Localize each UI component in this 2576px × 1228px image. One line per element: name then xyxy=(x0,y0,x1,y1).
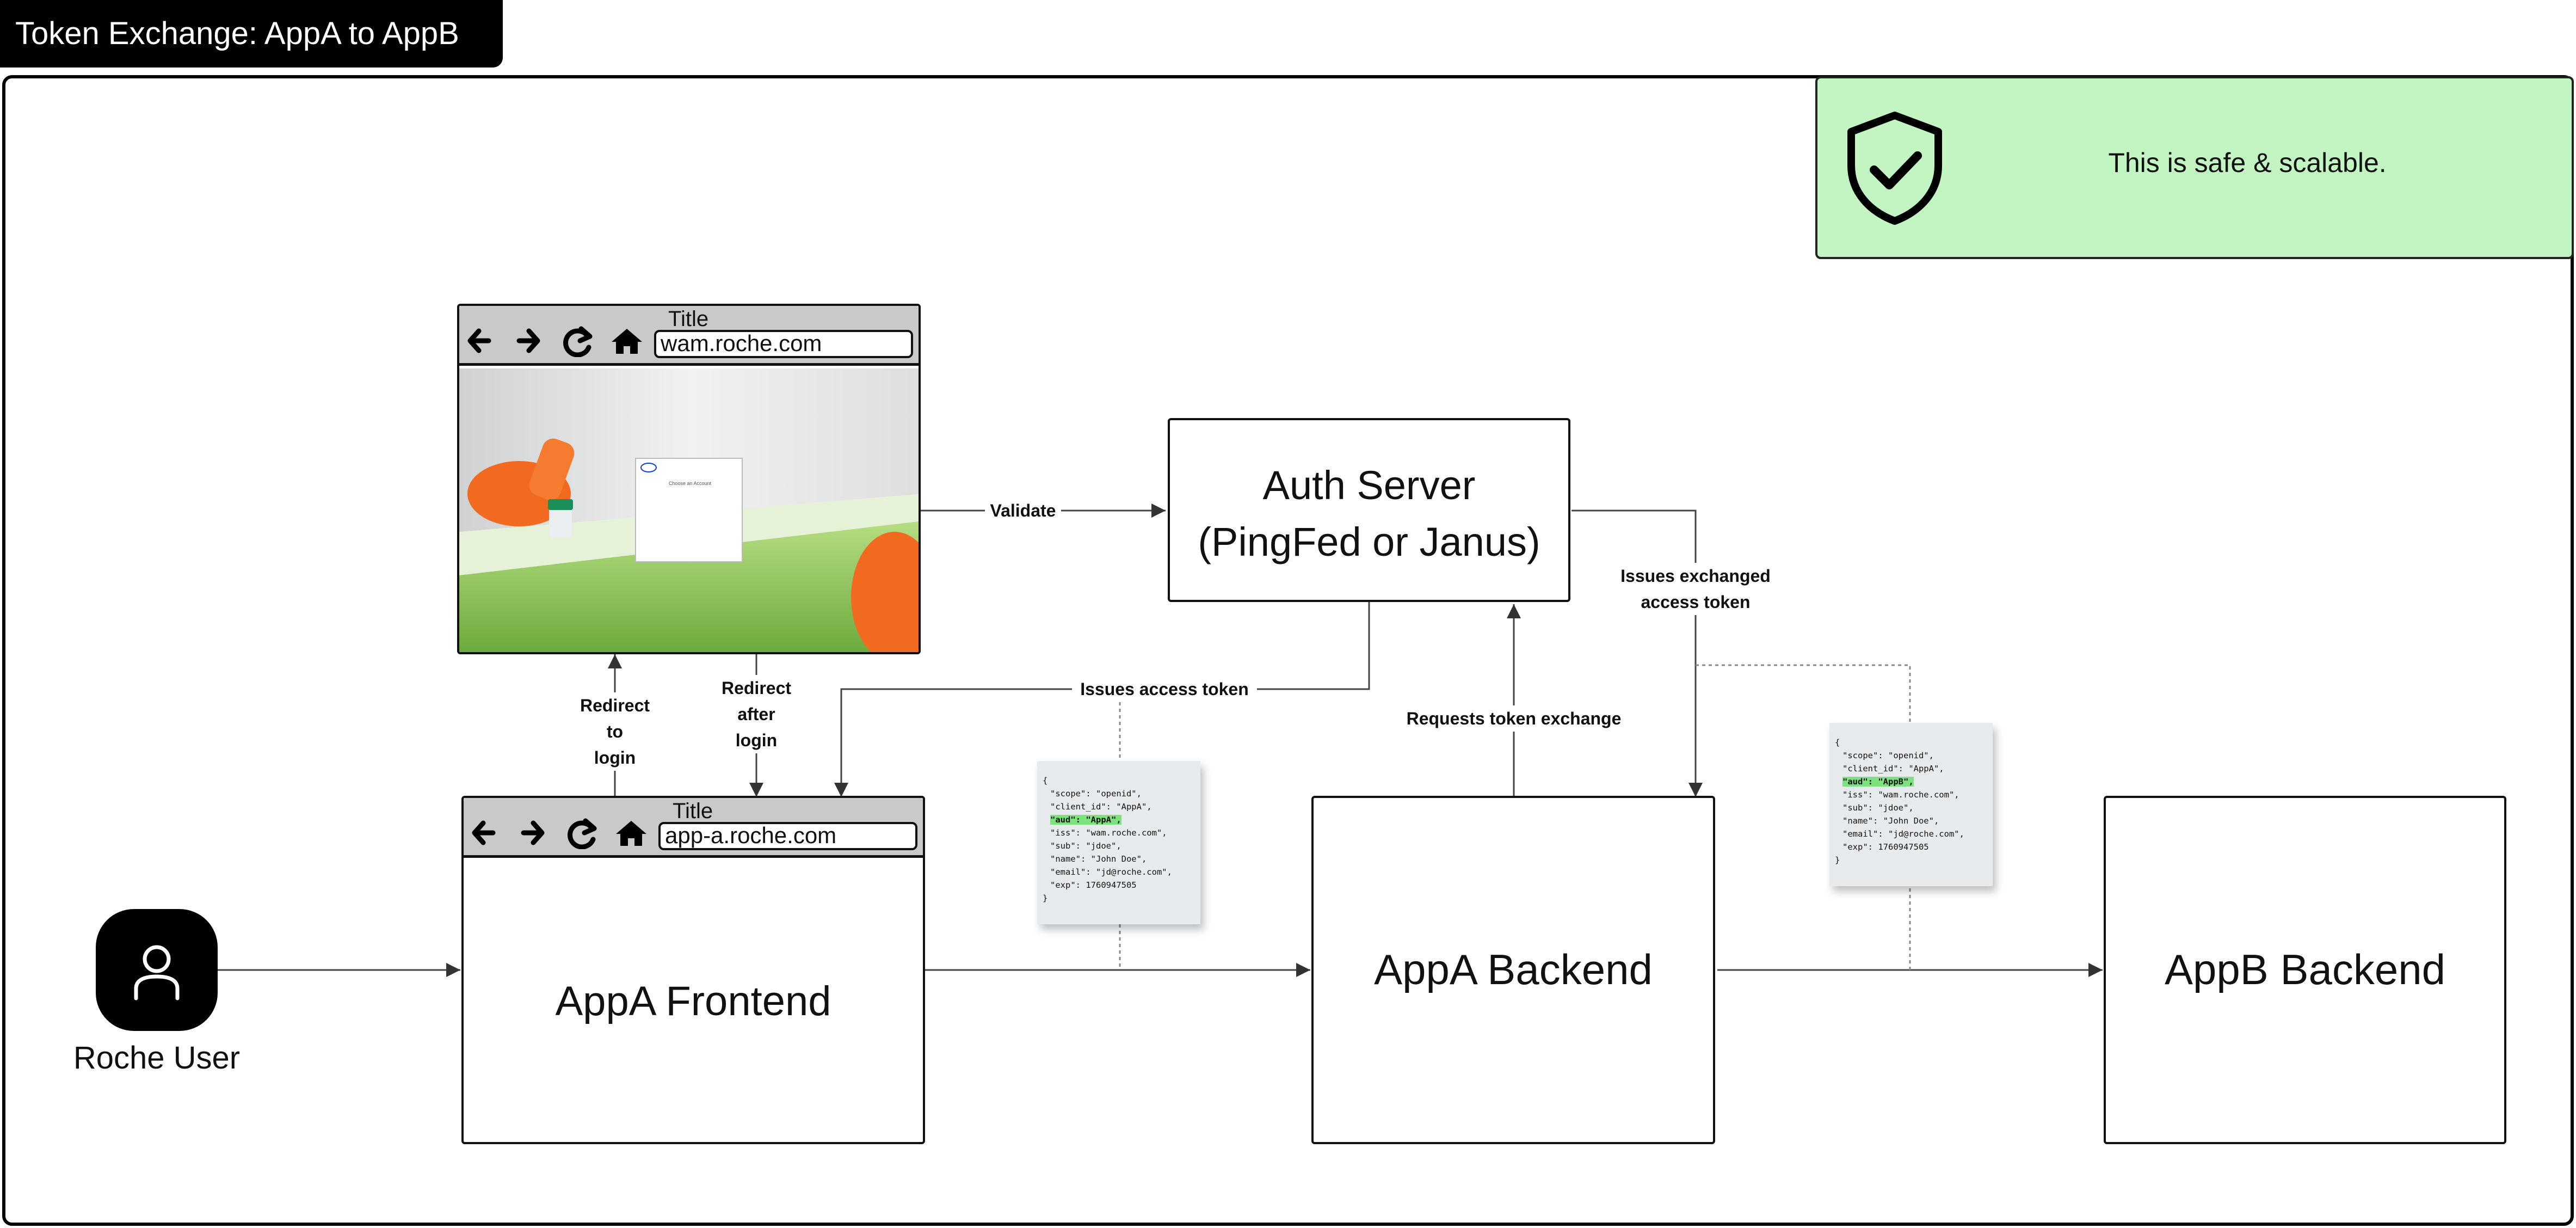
safe-banner-text: This is safe & scalable. xyxy=(2108,148,2387,178)
token-aud-highlight: "aud": "AppA", xyxy=(1050,815,1121,825)
user-label: Roche User xyxy=(73,1040,241,1076)
person-icon xyxy=(134,945,180,1000)
forward-arrow-icon xyxy=(521,820,545,845)
diagram-title: Token Exchange: AppA to AppB xyxy=(0,0,503,67)
user-avatar xyxy=(96,909,218,1031)
login-page-photo xyxy=(459,369,919,652)
browser-title: Title xyxy=(668,307,709,331)
token-note-exchanged: { "scope": "openid", "client_id": "AppA"… xyxy=(1829,723,1993,886)
login-browser-window: Title wam.roche.com Choose an Account xyxy=(457,304,921,654)
token-aud-highlight: "aud": "AppB", xyxy=(1842,777,1914,787)
appa-frontend-label: AppA Frontend xyxy=(555,978,831,1024)
shield-check-icon xyxy=(1847,112,1942,225)
appa-backend-node: AppA Backend xyxy=(1311,796,1715,1144)
forward-arrow-icon xyxy=(516,328,540,353)
reload-icon xyxy=(563,326,593,357)
edge-label-issues-access-token: Issues access token xyxy=(1072,676,1257,702)
edge-issues-exchanged xyxy=(1572,509,1703,797)
edge-label-validate: Validate xyxy=(985,498,1061,524)
browser-title: Title xyxy=(673,799,713,823)
auth-server-label: Auth Server (PingFed or Janus) xyxy=(1198,463,1540,564)
popup-choose-account: Choose an Account xyxy=(668,481,712,486)
browser-toolbar: Title wam.roche.com xyxy=(459,306,919,366)
back-arrow-icon xyxy=(467,328,491,353)
browser-toolbar: Title app-a.roche.com xyxy=(464,798,923,858)
back-arrow-icon xyxy=(472,820,496,845)
edge-label-requests-token-exchange: Requests token exchange xyxy=(1394,705,1634,732)
diagram-frame xyxy=(2,75,2574,1226)
browser-nav-icons xyxy=(467,326,642,357)
reload-icon xyxy=(568,818,597,849)
appb-backend-node: AppB Backend xyxy=(2104,796,2506,1144)
token-note-original: { "scope": "openid", "client_id": "AppA"… xyxy=(1037,761,1200,924)
appb-backend-label: AppB Backend xyxy=(2164,945,2446,993)
home-icon xyxy=(612,329,642,354)
browser-url-field[interactable]: wam.roche.com xyxy=(654,330,913,358)
home-icon xyxy=(616,821,646,846)
browser-nav-icons xyxy=(472,818,646,849)
browser-url-field[interactable]: app-a.roche.com xyxy=(658,822,917,850)
appa-frontend-window: Title app-a.roche.com AppA Frontend xyxy=(461,796,925,1144)
appa-backend-label: AppA Backend xyxy=(1374,945,1653,993)
auth-server-node: Auth Server (PingFed or Janus) xyxy=(1168,418,1570,602)
